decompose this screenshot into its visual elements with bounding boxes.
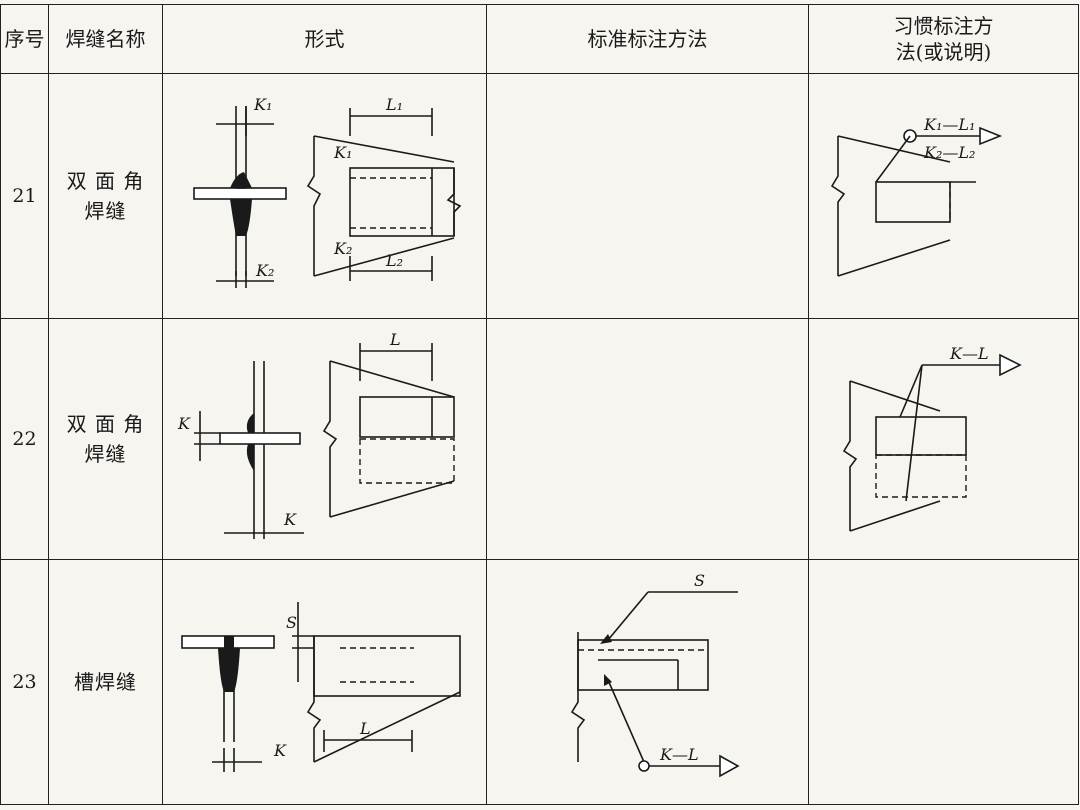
label-k1: K₁ — [253, 95, 272, 114]
label-k-23: K — [273, 741, 287, 760]
row-name-line2: 焊缝 — [84, 442, 127, 466]
custom-cell-21: K₁—L₁ K₂—L₂ — [808, 73, 1079, 319]
form-cell-23: K S L — [162, 559, 487, 805]
header-seq: 序号 — [0, 4, 49, 74]
table-row-21: 21 双 面 角 焊缝 K₁ K₂ — [0, 73, 1079, 319]
standard-cell-22 — [486, 318, 809, 560]
row-name-line1: 双 面 角 — [66, 169, 145, 193]
label-l-22: L — [389, 330, 401, 349]
form-cell-22: K K L — [162, 318, 487, 560]
weld-symbol-table: 序号 焊缝名称 形式 标准标注方法 习惯标注方 法(或说明) 21 双 面 角 … — [0, 4, 1079, 805]
label-l1: L₁ — [385, 95, 403, 114]
label-s-std: S — [694, 571, 705, 590]
form-diagram-21: K₁ K₂ L₁ K₁ L₂ K₂ — [192, 95, 461, 288]
row-seq: 23 — [0, 559, 49, 805]
header-custom-line2: 法(或说明) — [895, 40, 992, 64]
row-name: 双 面 角 焊缝 — [48, 73, 163, 319]
custom-diagram-21: K₁—L₁ K₂—L₂ — [830, 115, 1002, 277]
header-name: 焊缝名称 — [48, 4, 163, 74]
label-k2-plan: K₂ — [333, 239, 352, 258]
label-kl-22: K—L — [949, 344, 989, 363]
form-cell-21: K₁ K₂ L₁ K₁ L₂ K₂ — [162, 73, 487, 319]
row-seq: 22 — [0, 318, 49, 560]
custom-cell-22: K—L — [808, 318, 1079, 560]
label-s-23: S — [286, 613, 297, 632]
header-custom-line1: 习惯标注方 — [893, 14, 994, 38]
label-k2l2: K₂—L₂ — [923, 143, 975, 162]
form-diagram-22: K K L — [177, 330, 455, 539]
table-row-22: 22 双 面 角 焊缝 K K — [0, 318, 1079, 560]
label-k-horiz: K — [283, 510, 297, 529]
label-l-23: L — [359, 719, 371, 738]
label-k2-left: K₂ — [255, 261, 274, 280]
table-row-23: 23 槽焊缝 K S — [0, 559, 1079, 805]
row-name-line1: 槽焊缝 — [74, 670, 137, 694]
standard-diagram-23: S K—L — [570, 571, 740, 778]
label-k1-plan: K₁ — [333, 143, 352, 162]
row-name-line1: 双 面 角 — [66, 412, 145, 436]
custom-diagram-22: K—L — [842, 344, 1022, 532]
standard-cell-23: S K—L — [486, 559, 809, 805]
custom-cell-23 — [808, 559, 1079, 805]
header-custom: 习惯标注方 法(或说明) — [808, 4, 1079, 74]
header-standard: 标准标注方法 — [486, 4, 809, 74]
header-form: 形式 — [162, 4, 487, 74]
row-seq: 21 — [0, 73, 49, 319]
label-l2: L₂ — [385, 251, 403, 270]
label-k1l1: K₁—L₁ — [923, 115, 975, 134]
header-row: 序号 焊缝名称 形式 标准标注方法 习惯标注方 法(或说明) — [0, 4, 1079, 74]
standard-cell-21 — [486, 73, 809, 319]
label-kl-std: K—L — [659, 745, 699, 764]
label-k-vert: K — [177, 414, 191, 433]
row-name-line2: 焊缝 — [84, 199, 127, 223]
form-diagram-23: K S L — [180, 602, 461, 772]
row-name: 槽焊缝 — [48, 559, 163, 805]
row-name: 双 面 角 焊缝 — [48, 318, 163, 560]
